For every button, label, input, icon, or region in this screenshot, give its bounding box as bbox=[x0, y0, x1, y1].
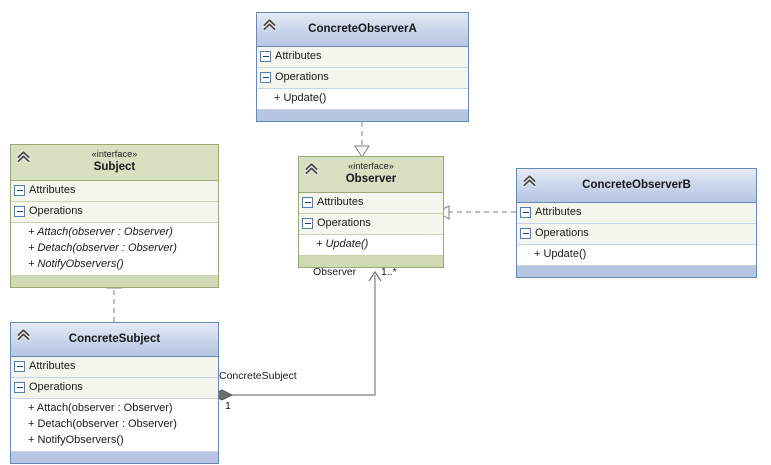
operations-label: Operations bbox=[29, 205, 83, 217]
operation-item: + Attach(observer : Observer) bbox=[28, 402, 173, 414]
attributes-label: Attributes bbox=[29, 360, 76, 372]
class-footer bbox=[257, 109, 468, 121]
open-arrowhead bbox=[368, 270, 382, 282]
realization-concrete-observer-a-to-observer bbox=[354, 122, 370, 158]
collapse-minus-icon[interactable] bbox=[520, 207, 531, 218]
attributes-compartment[interactable]: Attributes bbox=[11, 357, 218, 378]
double-chevron-up-icon bbox=[304, 162, 319, 175]
double-chevron-up-icon bbox=[522, 174, 537, 187]
operations-compartment[interactable]: Operations bbox=[11, 202, 218, 223]
operation-item: + Update() bbox=[274, 92, 327, 104]
operations-list: + Update() bbox=[299, 235, 443, 255]
class-title: Observer bbox=[345, 173, 397, 185]
attributes-compartment[interactable]: Attributes bbox=[299, 193, 443, 214]
class-header: ConcreteObserverA bbox=[257, 13, 468, 47]
attributes-compartment[interactable]: Attributes bbox=[517, 203, 756, 224]
class-header: «interface» Subject bbox=[11, 145, 218, 181]
attributes-label: Attributes bbox=[275, 50, 322, 62]
collapse-minus-icon[interactable] bbox=[14, 382, 25, 393]
uml-class-concrete-subject[interactable]: ConcreteSubject Attributes Operations + … bbox=[10, 322, 219, 464]
realization-concrete-observer-b-to-observer bbox=[435, 205, 516, 220]
attributes-label: Attributes bbox=[535, 206, 582, 218]
operations-label: Operations bbox=[317, 217, 371, 229]
class-title: ConcreteSubject bbox=[68, 333, 161, 345]
operation-item: + Attach(observer : Observer) bbox=[28, 226, 173, 238]
operation-item: + NotifyObservers() bbox=[28, 434, 124, 446]
operation-item: + NotifyObservers() bbox=[28, 258, 124, 270]
operations-compartment[interactable]: Operations bbox=[257, 68, 468, 89]
collapse-minus-icon[interactable] bbox=[14, 185, 25, 196]
operations-label: Operations bbox=[275, 71, 329, 83]
attributes-compartment[interactable]: Attributes bbox=[11, 181, 218, 202]
attributes-compartment[interactable]: Attributes bbox=[257, 47, 468, 68]
collapse-minus-icon[interactable] bbox=[302, 218, 313, 229]
class-footer bbox=[299, 255, 443, 267]
edge-label-concrete-subject-multiplicity: 1 bbox=[225, 400, 231, 412]
operation-item: + Detach(observer : Observer) bbox=[28, 242, 177, 254]
collapse-minus-icon[interactable] bbox=[260, 51, 271, 62]
double-chevron-up-icon bbox=[16, 150, 31, 163]
collapse-minus-icon[interactable] bbox=[14, 361, 25, 372]
edge-label-concrete-subject-role: ConcreteSubject bbox=[219, 370, 297, 382]
operations-list: + Attach(observer : Observer) + Detach(o… bbox=[11, 223, 218, 275]
attributes-label: Attributes bbox=[317, 196, 364, 208]
uml-class-observer[interactable]: «interface» Observer Attributes Operatio… bbox=[298, 156, 444, 268]
collapse-minus-icon[interactable] bbox=[302, 197, 313, 208]
operations-compartment[interactable]: Operations bbox=[299, 214, 443, 235]
class-title: ConcreteObserverA bbox=[308, 23, 417, 35]
class-stereotype: «interface» bbox=[348, 161, 394, 171]
double-chevron-up-icon bbox=[16, 328, 31, 341]
class-header: «interface» Observer bbox=[299, 157, 443, 193]
operations-list: + Update() bbox=[517, 245, 756, 265]
operations-list: + Update() bbox=[257, 89, 468, 109]
attributes-label: Attributes bbox=[29, 184, 76, 196]
class-footer bbox=[11, 275, 218, 287]
operations-compartment[interactable]: Operations bbox=[11, 378, 218, 399]
operation-item: + Detach(observer : Observer) bbox=[28, 418, 177, 430]
edge-label-observer-role: Observer bbox=[313, 266, 357, 278]
uml-class-subject[interactable]: «interface» Subject Attributes Operation… bbox=[10, 144, 219, 288]
uml-class-concrete-observer-b[interactable]: ConcreteObserverB Attributes Operations … bbox=[516, 168, 757, 278]
operations-compartment[interactable]: Operations bbox=[517, 224, 756, 245]
class-header: ConcreteSubject bbox=[11, 323, 218, 357]
class-title: Subject bbox=[93, 161, 136, 173]
collapse-minus-icon[interactable] bbox=[14, 206, 25, 217]
operation-item: + Update() bbox=[316, 238, 369, 250]
double-chevron-up-icon bbox=[262, 18, 277, 31]
operation-item: + Update() bbox=[534, 248, 587, 260]
edge-label-observer-multiplicity: 1..* bbox=[381, 266, 397, 278]
class-title: ConcreteObserverB bbox=[582, 179, 691, 191]
collapse-minus-icon[interactable] bbox=[260, 72, 271, 83]
collapse-minus-icon[interactable] bbox=[520, 228, 531, 239]
class-stereotype: «interface» bbox=[91, 149, 138, 159]
operations-label: Operations bbox=[535, 227, 589, 239]
uml-class-concrete-observer-a[interactable]: ConcreteObserverA Attributes Operations … bbox=[256, 12, 469, 122]
class-header: ConcreteObserverB bbox=[517, 169, 756, 203]
class-footer bbox=[517, 265, 756, 277]
class-footer bbox=[11, 451, 218, 463]
operations-label: Operations bbox=[29, 381, 83, 393]
operations-list: + Attach(observer : Observer) + Detach(o… bbox=[11, 399, 218, 451]
